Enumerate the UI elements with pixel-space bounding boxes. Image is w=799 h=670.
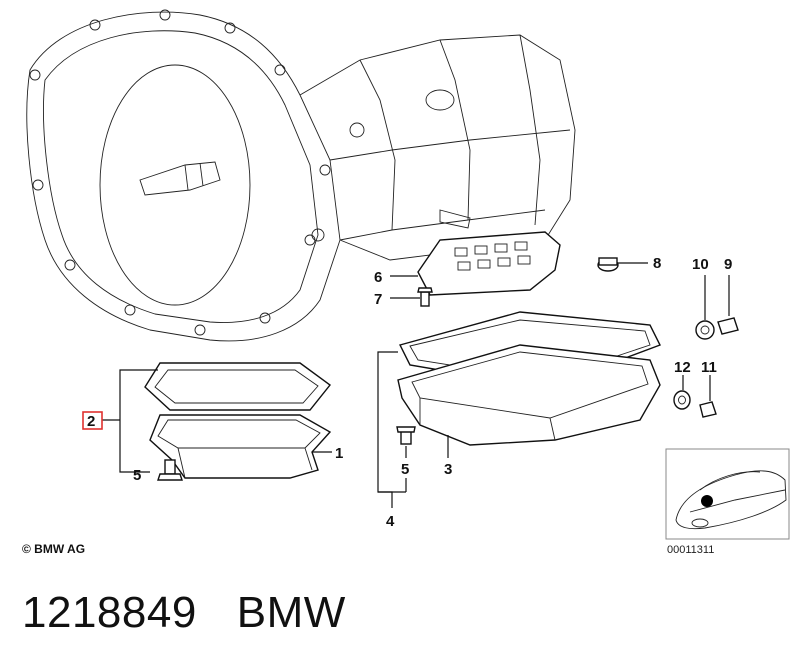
filter-screw [417,287,433,307]
part-number: 1218849 [22,588,197,637]
left-oil-pan-gasket [144,362,332,411]
right-pan-bolt [396,426,416,445]
callout-1: 1 [335,445,343,462]
callout-3: 3 [444,461,452,478]
callout-10: 10 [692,256,709,273]
part-caption: 1218849 BMW [22,588,346,638]
filter [417,231,561,296]
callout-2: 2 [87,413,95,430]
callout-9: 9 [724,256,732,273]
callout-8: 8 [653,255,661,272]
left-pan-bolt [157,459,183,481]
highlight-box [82,411,103,430]
callout-12: 12 [674,359,691,376]
copyright-text: © BMW AG [22,542,85,556]
callout-4: 4 [386,513,395,530]
callout-6: 6 [374,269,382,286]
brand-name: BMW [236,588,346,637]
callout-5-right: 5 [401,461,409,478]
left-oil-pan [149,414,332,479]
callout-5-left: 5 [133,467,141,484]
seal-ring [695,320,715,340]
leader-lines [102,262,730,508]
seal-ring-12 [673,390,691,410]
callout-7: 7 [374,291,382,308]
sealing-plug [597,257,619,272]
right-oil-pan [397,344,661,446]
callout-11: 11 [701,359,717,376]
figure-code: 00011311 [667,544,714,556]
drain-plug-11 [699,401,717,418]
drain-plug-9 [717,317,739,335]
car-locator-inset [665,448,790,540]
